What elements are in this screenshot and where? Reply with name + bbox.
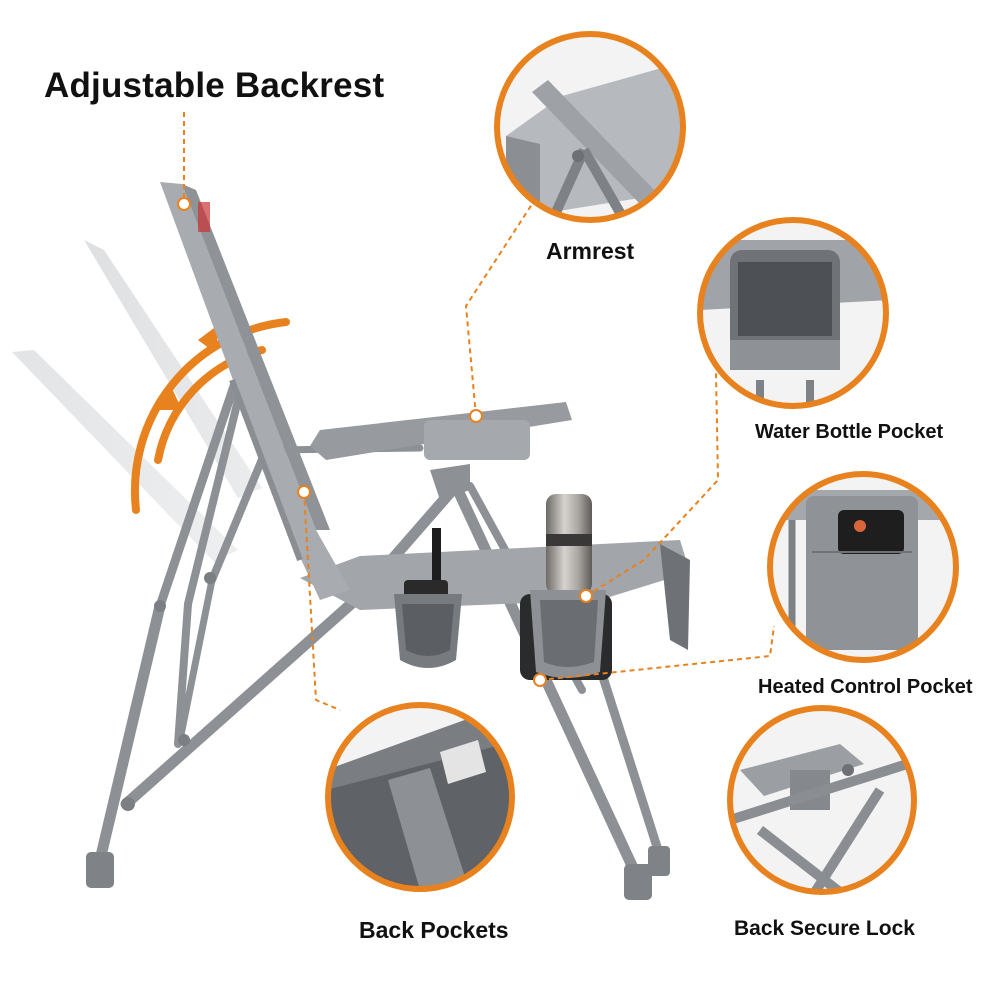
- detail-circle-heated-control-pocket: [767, 471, 959, 663]
- page-title: Adjustable Backrest: [44, 66, 385, 105]
- callout-dots: [177, 197, 593, 687]
- callout-label-armrest: Armrest: [546, 238, 635, 264]
- detail-circle-back-pockets: [325, 702, 515, 892]
- callout-label-heated-control-pocket: Heated Control Pocket: [758, 676, 973, 698]
- chair-armrest: [310, 402, 572, 500]
- callout-label-back-pockets: Back Pockets: [359, 917, 509, 943]
- foot-pad: [648, 846, 670, 876]
- callout-leader-lines: [183, 112, 775, 711]
- detail-circle-water-bottle-pocket: [697, 217, 889, 409]
- left-cup-holder: [394, 528, 462, 668]
- foot-pad: [86, 852, 114, 888]
- callout-label-back-secure-lock: Back Secure Lock: [734, 917, 915, 940]
- detail-circle-back-secure-lock: [727, 705, 917, 895]
- callout-label-water-bottle-pocket: Water Bottle Pocket: [755, 421, 944, 443]
- detail-circle-armrest: [494, 31, 686, 223]
- right-cup-holder: [520, 494, 612, 680]
- ghost-backrest-2: [12, 350, 238, 562]
- chair-seat: [300, 540, 690, 610]
- arrow-head-icon: [158, 384, 182, 410]
- foot-pad: [624, 864, 652, 900]
